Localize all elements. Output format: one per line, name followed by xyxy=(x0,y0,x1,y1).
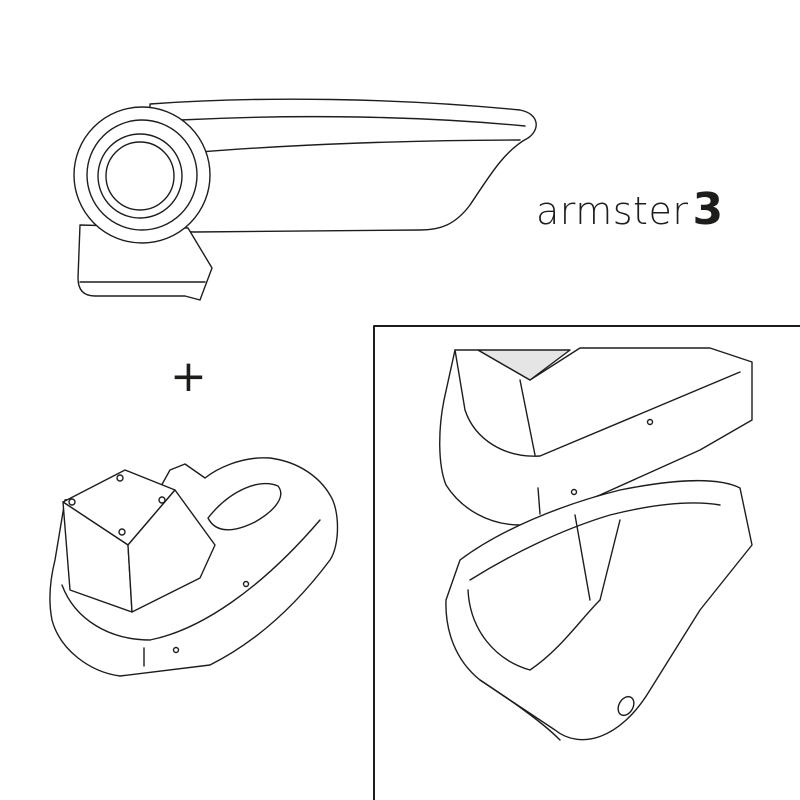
plus-sign: + xyxy=(170,351,207,402)
logo-number: 3 xyxy=(692,184,724,235)
logo-word: armster xyxy=(536,189,689,233)
armrest-base-view xyxy=(49,457,339,677)
detail-closeup-frame xyxy=(373,325,800,800)
armrest-side-view xyxy=(73,98,537,301)
armster-logo: armster3 xyxy=(536,188,723,232)
